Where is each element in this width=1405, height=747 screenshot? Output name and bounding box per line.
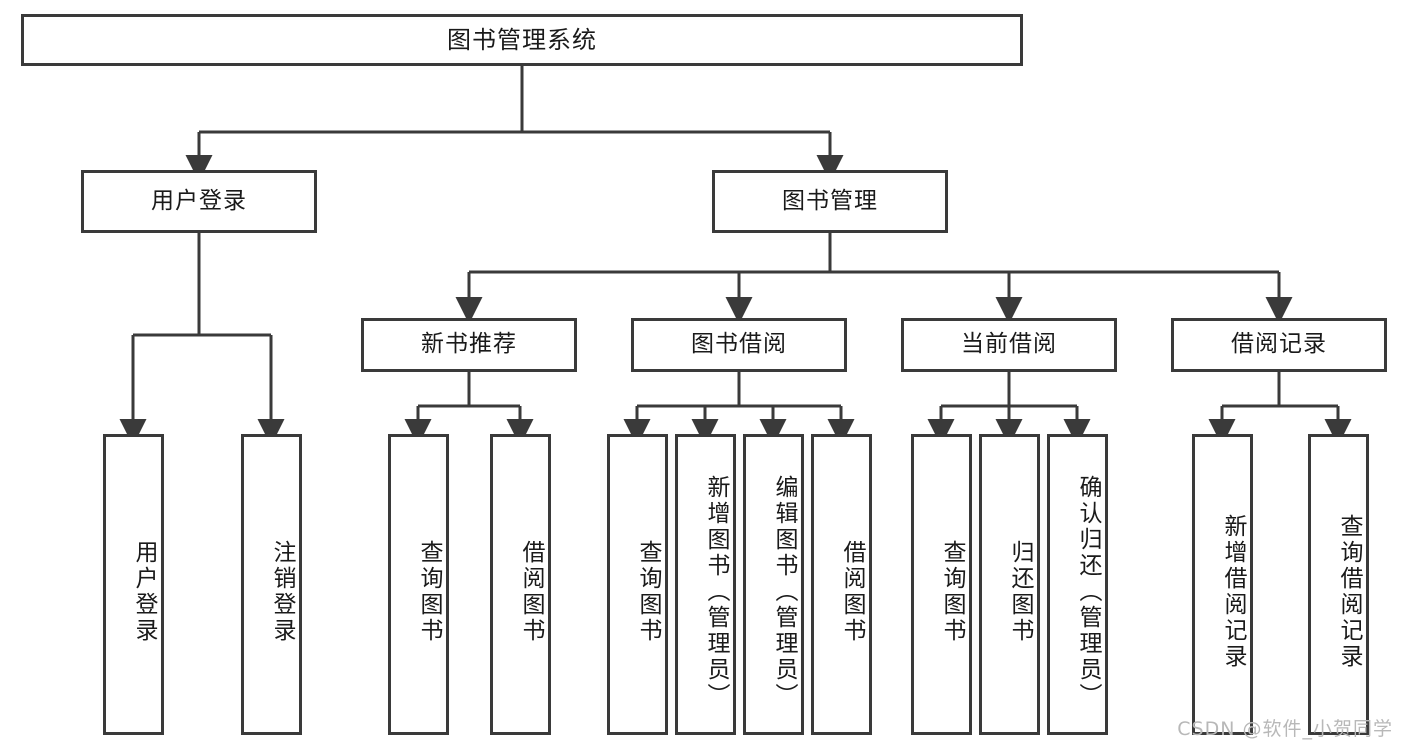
node-leaf-cur-confirm[interactable]: 确认归还（管理员） bbox=[1047, 434, 1108, 735]
node-leaf-rec-query[interactable]: 查询图书 bbox=[388, 434, 449, 735]
node-root-label: 图书管理系统 bbox=[447, 25, 597, 54]
node-book-manage[interactable]: 图书管理 bbox=[712, 170, 948, 233]
node-user-login-label: 用户登录 bbox=[151, 187, 247, 214]
node-leaf-cur-query[interactable]: 查询图书 bbox=[911, 434, 972, 735]
node-leaf-rec-query2-label: 查询借阅记录 bbox=[1336, 513, 1362, 670]
node-leaf-borrow-do[interactable]: 借阅图书 bbox=[811, 434, 872, 735]
node-book-manage-label: 图书管理 bbox=[782, 187, 878, 214]
node-user-login[interactable]: 用户登录 bbox=[81, 170, 317, 233]
node-leaf-borrow-query-label: 查询图书 bbox=[635, 539, 661, 644]
node-leaf-rec-query-label: 查询图书 bbox=[416, 539, 442, 644]
node-leaf-borrow-edit[interactable]: 编辑图书（管理员） bbox=[743, 434, 804, 735]
node-borrow-record-label: 借阅记录 bbox=[1231, 331, 1327, 358]
node-leaf-user-login-label: 用户登录 bbox=[131, 539, 157, 644]
node-leaf-borrow-edit-label: 编辑图书（管理员） bbox=[771, 474, 797, 709]
csdn-watermark: CSDN @软件_小贺同学 bbox=[1177, 718, 1393, 740]
node-leaf-borrow-do-label: 借阅图书 bbox=[839, 539, 865, 644]
node-leaf-rec-add-label: 新增借阅记录 bbox=[1220, 513, 1246, 670]
node-leaf-borrow-add[interactable]: 新增图书（管理员） bbox=[675, 434, 736, 735]
node-new-book-rec[interactable]: 新书推荐 bbox=[361, 318, 577, 372]
node-leaf-borrow-query[interactable]: 查询图书 bbox=[607, 434, 668, 735]
node-current-borrow-label: 当前借阅 bbox=[961, 331, 1057, 358]
node-book-borrow-label: 图书借阅 bbox=[691, 331, 787, 358]
node-leaf-rec-add[interactable]: 新增借阅记录 bbox=[1192, 434, 1253, 735]
node-book-borrow[interactable]: 图书借阅 bbox=[631, 318, 847, 372]
node-leaf-cur-confirm-label: 确认归还（管理员） bbox=[1075, 474, 1101, 709]
node-new-book-rec-label: 新书推荐 bbox=[421, 331, 517, 358]
node-leaf-cur-query-label: 查询图书 bbox=[939, 539, 965, 644]
node-leaf-user-logout-label: 注销登录 bbox=[269, 539, 295, 644]
node-leaf-user-logout[interactable]: 注销登录 bbox=[241, 434, 302, 735]
node-leaf-borrow-add-label: 新增图书（管理员） bbox=[703, 474, 729, 709]
node-leaf-rec-borrow[interactable]: 借阅图书 bbox=[490, 434, 551, 735]
node-borrow-record[interactable]: 借阅记录 bbox=[1171, 318, 1387, 372]
node-leaf-rec-borrow-label: 借阅图书 bbox=[518, 539, 544, 644]
node-leaf-rec-query2[interactable]: 查询借阅记录 bbox=[1308, 434, 1369, 735]
node-leaf-cur-return-label: 归还图书 bbox=[1007, 539, 1033, 644]
node-root[interactable]: 图书管理系统 bbox=[21, 14, 1023, 66]
node-leaf-user-login[interactable]: 用户登录 bbox=[103, 434, 164, 735]
node-current-borrow[interactable]: 当前借阅 bbox=[901, 318, 1117, 372]
node-leaf-cur-return[interactable]: 归还图书 bbox=[979, 434, 1040, 735]
